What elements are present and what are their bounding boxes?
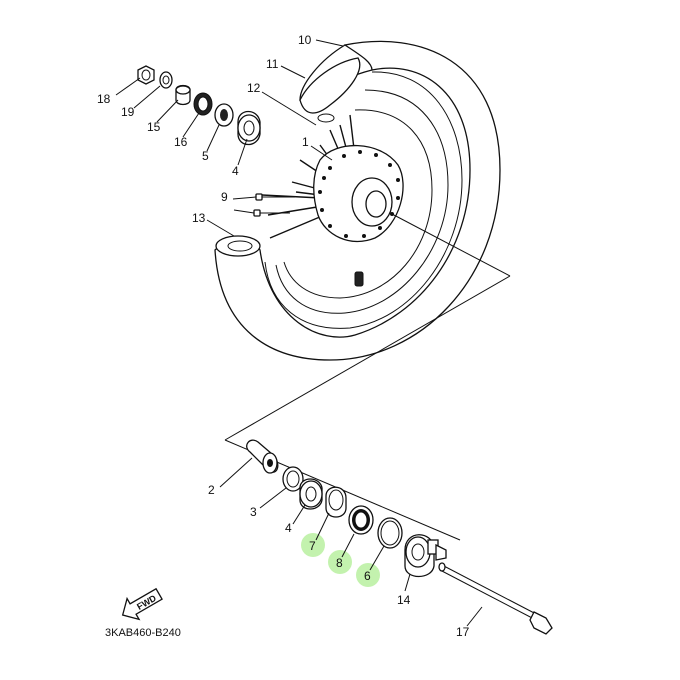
projection-line-right bbox=[391, 213, 511, 277]
rim-outer-edge bbox=[264, 71, 463, 329]
callout-6: 6 bbox=[364, 569, 371, 583]
callout-10: 10 bbox=[298, 33, 312, 47]
callout-7: 7 bbox=[309, 539, 316, 553]
bearing-3-shape bbox=[282, 466, 304, 492]
callout-12: 12 bbox=[247, 81, 261, 95]
tube-top bbox=[299, 57, 361, 114]
axle-nut-18-shape bbox=[137, 65, 155, 85]
highlight-7 bbox=[301, 533, 325, 557]
tube-valve-stem bbox=[317, 113, 335, 123]
oil-seal-6-shape bbox=[377, 517, 403, 549]
callout-18: 18 bbox=[97, 92, 111, 106]
diagram-code: 3KAB460-B240 bbox=[105, 627, 181, 639]
callout-labels: 10 11 12 1 9 13 18 19 15 16 5 4 2 3 4 7 … bbox=[97, 33, 470, 639]
lower-exploded-parts bbox=[246, 439, 553, 635]
washer-19-shape bbox=[159, 71, 173, 89]
callout-8: 8 bbox=[336, 556, 343, 570]
callout-13: 13 bbox=[192, 211, 206, 225]
highlight-8 bbox=[328, 550, 352, 574]
callout-4-lower: 4 bbox=[285, 521, 292, 535]
left-side-parts bbox=[137, 65, 295, 217]
projection-line-diag bbox=[224, 275, 511, 441]
tube-cut-inner bbox=[227, 240, 253, 252]
wheel-assembly bbox=[214, 40, 511, 541]
wheel-axle-17-shape bbox=[438, 562, 553, 635]
fwd-arrow: FWD bbox=[121, 587, 163, 621]
callout-11: 11 bbox=[266, 57, 279, 71]
hub-spoke-holes bbox=[318, 150, 400, 238]
hub-center-bore bbox=[365, 190, 387, 218]
callout-5: 5 bbox=[202, 149, 209, 163]
callout-3: 3 bbox=[250, 505, 257, 519]
callout-14: 14 bbox=[397, 593, 411, 607]
leader-lines bbox=[115, 39, 483, 627]
callout-19: 19 bbox=[121, 105, 135, 119]
callout-1: 1 bbox=[302, 135, 309, 149]
callout-2: 2 bbox=[208, 483, 215, 497]
callout-4-upper: 4 bbox=[232, 164, 239, 178]
valve-cap bbox=[354, 271, 364, 287]
callout-15: 15 bbox=[147, 120, 161, 134]
callout-16: 16 bbox=[174, 135, 188, 149]
rim-bead bbox=[283, 109, 433, 299]
rim-inner-edge bbox=[275, 89, 449, 314]
spoke-nipple-9-shape bbox=[253, 193, 295, 217]
meter-gear-14-shape bbox=[404, 534, 447, 578]
tube-cut-end bbox=[215, 235, 261, 257]
highlight-6 bbox=[356, 563, 380, 587]
callout-17: 17 bbox=[456, 625, 470, 639]
callout-9: 9 bbox=[221, 190, 228, 204]
